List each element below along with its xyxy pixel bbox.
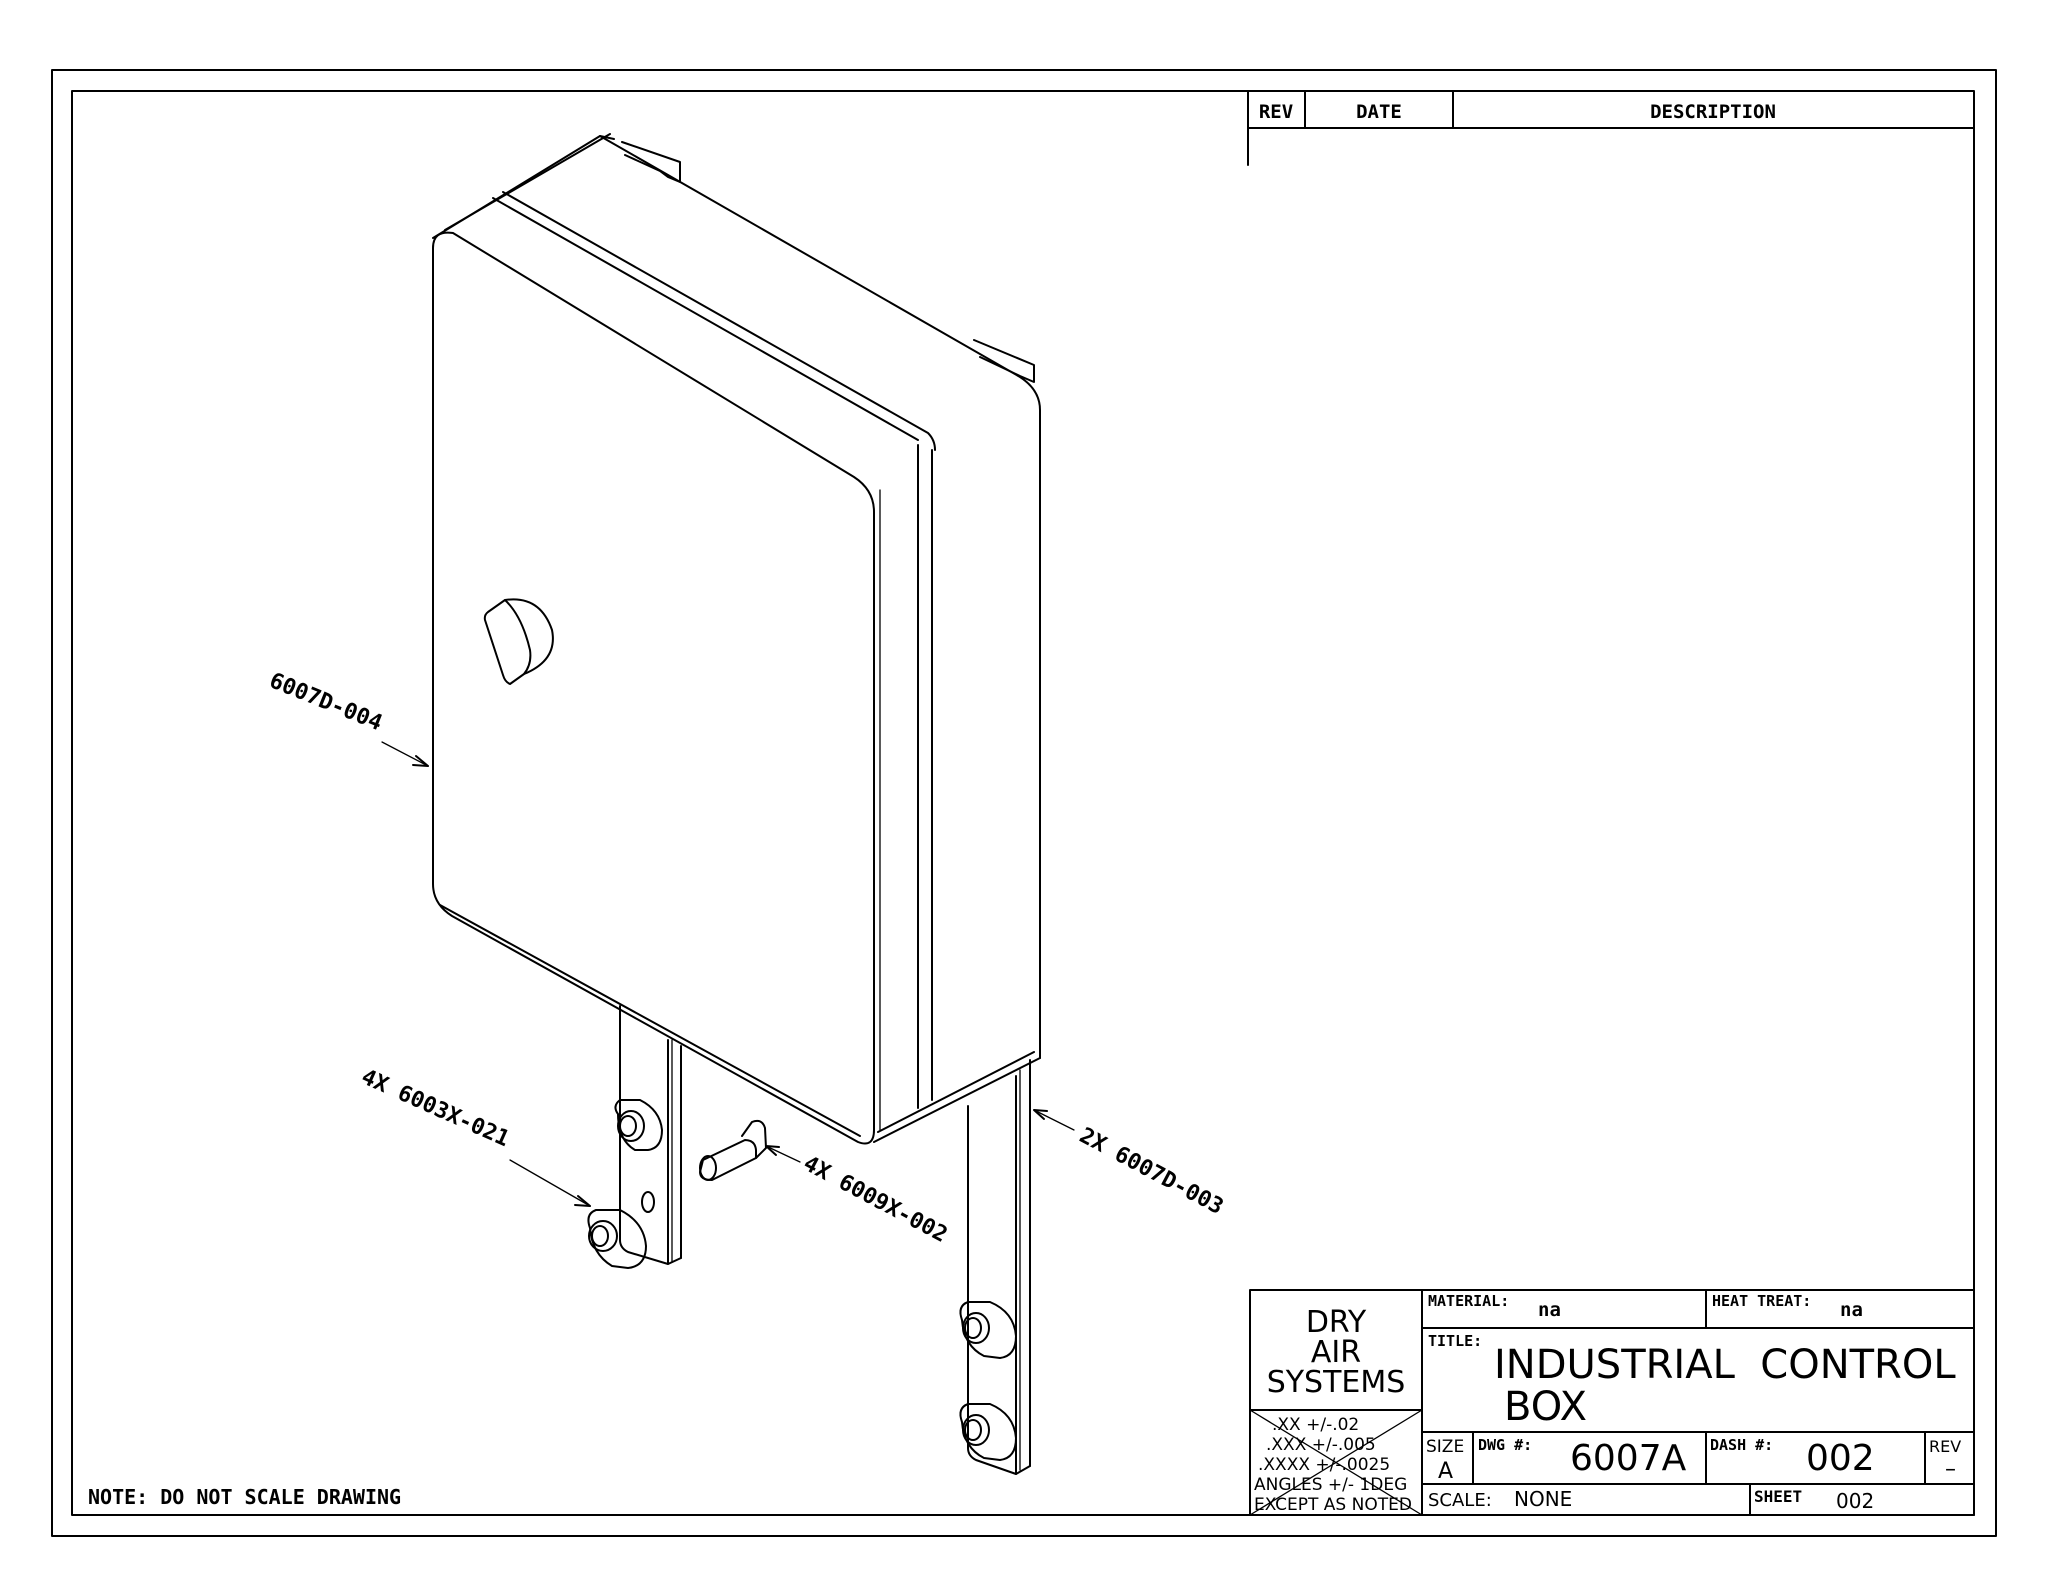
rev-header: REV	[1259, 101, 1293, 123]
sheet-value: 002	[1836, 1489, 1874, 1513]
callout-bracket: 2X 6007D-003	[1033, 1109, 1227, 1220]
heat-treat-label: HEAT TREAT:	[1712, 1292, 1811, 1310]
date-header: DATE	[1356, 101, 1402, 123]
material-value: na	[1538, 1299, 1561, 1321]
lid-seam-top	[492, 197, 919, 441]
pin-part	[699, 1119, 767, 1181]
top-face	[432, 135, 1041, 1059]
inner-border	[71, 90, 1975, 1516]
rev-value: –	[1945, 1457, 1956, 1482]
size-value: A	[1438, 1459, 1453, 1484]
note-do-not-scale: NOTE: DO NOT SCALE DRAWING	[88, 1485, 401, 1509]
sheet-label: SHEET	[1754, 1487, 1802, 1506]
company-name-line1: DRY	[1306, 1305, 1367, 1340]
company-name-line2: AIR	[1311, 1335, 1361, 1370]
left-bracket-upper-bolt	[614, 1099, 663, 1151]
top-face-inner	[444, 133, 611, 231]
right-bracket-upper-bolt	[959, 1301, 1017, 1359]
revision-block: REV DATE DESCRIPTION	[1247, 90, 1975, 166]
tolerance-four-place: .XXXX +/-.0025	[1258, 1455, 1390, 1475]
callout-enclosure-label: 6007D-004	[266, 668, 386, 736]
callout-pin: 4X 6009X-002	[765, 1145, 951, 1248]
heat-treat-value: na	[1840, 1299, 1863, 1321]
door-latch-inner	[504, 599, 532, 675]
right-bracket	[959, 1059, 1031, 1475]
dwg-number: 6007A	[1570, 1438, 1687, 1479]
dash-number: 002	[1806, 1438, 1875, 1479]
bottom-edge-2	[877, 1051, 1035, 1133]
callout-enclosure: 6007D-004	[266, 668, 429, 767]
outer-border	[51, 69, 1997, 1537]
lid-seam-top2	[502, 191, 936, 451]
size-label: SIZE	[1426, 1437, 1464, 1457]
dash-label: DASH #:	[1710, 1436, 1773, 1454]
rev-label: REV	[1929, 1437, 1961, 1456]
left-bracket-lower-bolt	[587, 1209, 647, 1269]
callout-bracket-label: 2X 6007D-003	[1075, 1123, 1227, 1220]
callout-pin-label: 4X 6009X-002	[799, 1151, 951, 1248]
door-face	[432, 231, 875, 1145]
door-latch-handle	[483, 598, 554, 685]
drawing-title-line2: BOX	[1504, 1384, 1587, 1430]
bottom-edge	[873, 1057, 1041, 1143]
right-bracket-lower-bolt	[959, 1403, 1017, 1461]
scale-value: NONE	[1514, 1487, 1572, 1511]
title-block: DRY AIR SYSTEMS .XX +/-.02 .XXX +/-.005 …	[1249, 1289, 1975, 1516]
title-label: TITLE:	[1428, 1332, 1482, 1350]
left-bracket-hole	[641, 1191, 655, 1213]
dwg-label: DWG #:	[1478, 1436, 1532, 1454]
top-edge-back	[599, 135, 615, 140]
bottom-left-edge	[439, 904, 861, 1137]
drawing-title-line1: INDUSTRIAL CONTROL	[1494, 1342, 1956, 1388]
callout-bolt-label: 4X 6003X-021	[358, 1065, 513, 1152]
description-header: DESCRIPTION	[1650, 101, 1776, 123]
material-label: MATERIAL:	[1428, 1292, 1509, 1310]
tolerance-three-place: .XXX +/-.005	[1266, 1435, 1376, 1455]
company-name-line3: SYSTEMS	[1267, 1365, 1406, 1400]
control-box-enclosure	[432, 133, 1041, 1145]
tolerance-angles: ANGLES +/- 1DEG	[1254, 1475, 1407, 1495]
left-bracket	[587, 1005, 682, 1269]
callout-bolt: 4X 6003X-021	[358, 1065, 591, 1207]
scale-label: SCALE:	[1428, 1490, 1492, 1511]
tolerance-two-place: .XX +/-.02	[1272, 1415, 1359, 1435]
upper-right-mounting-tab	[973, 339, 1035, 383]
tolerance-except: EXCEPT AS NOTED	[1254, 1495, 1412, 1515]
